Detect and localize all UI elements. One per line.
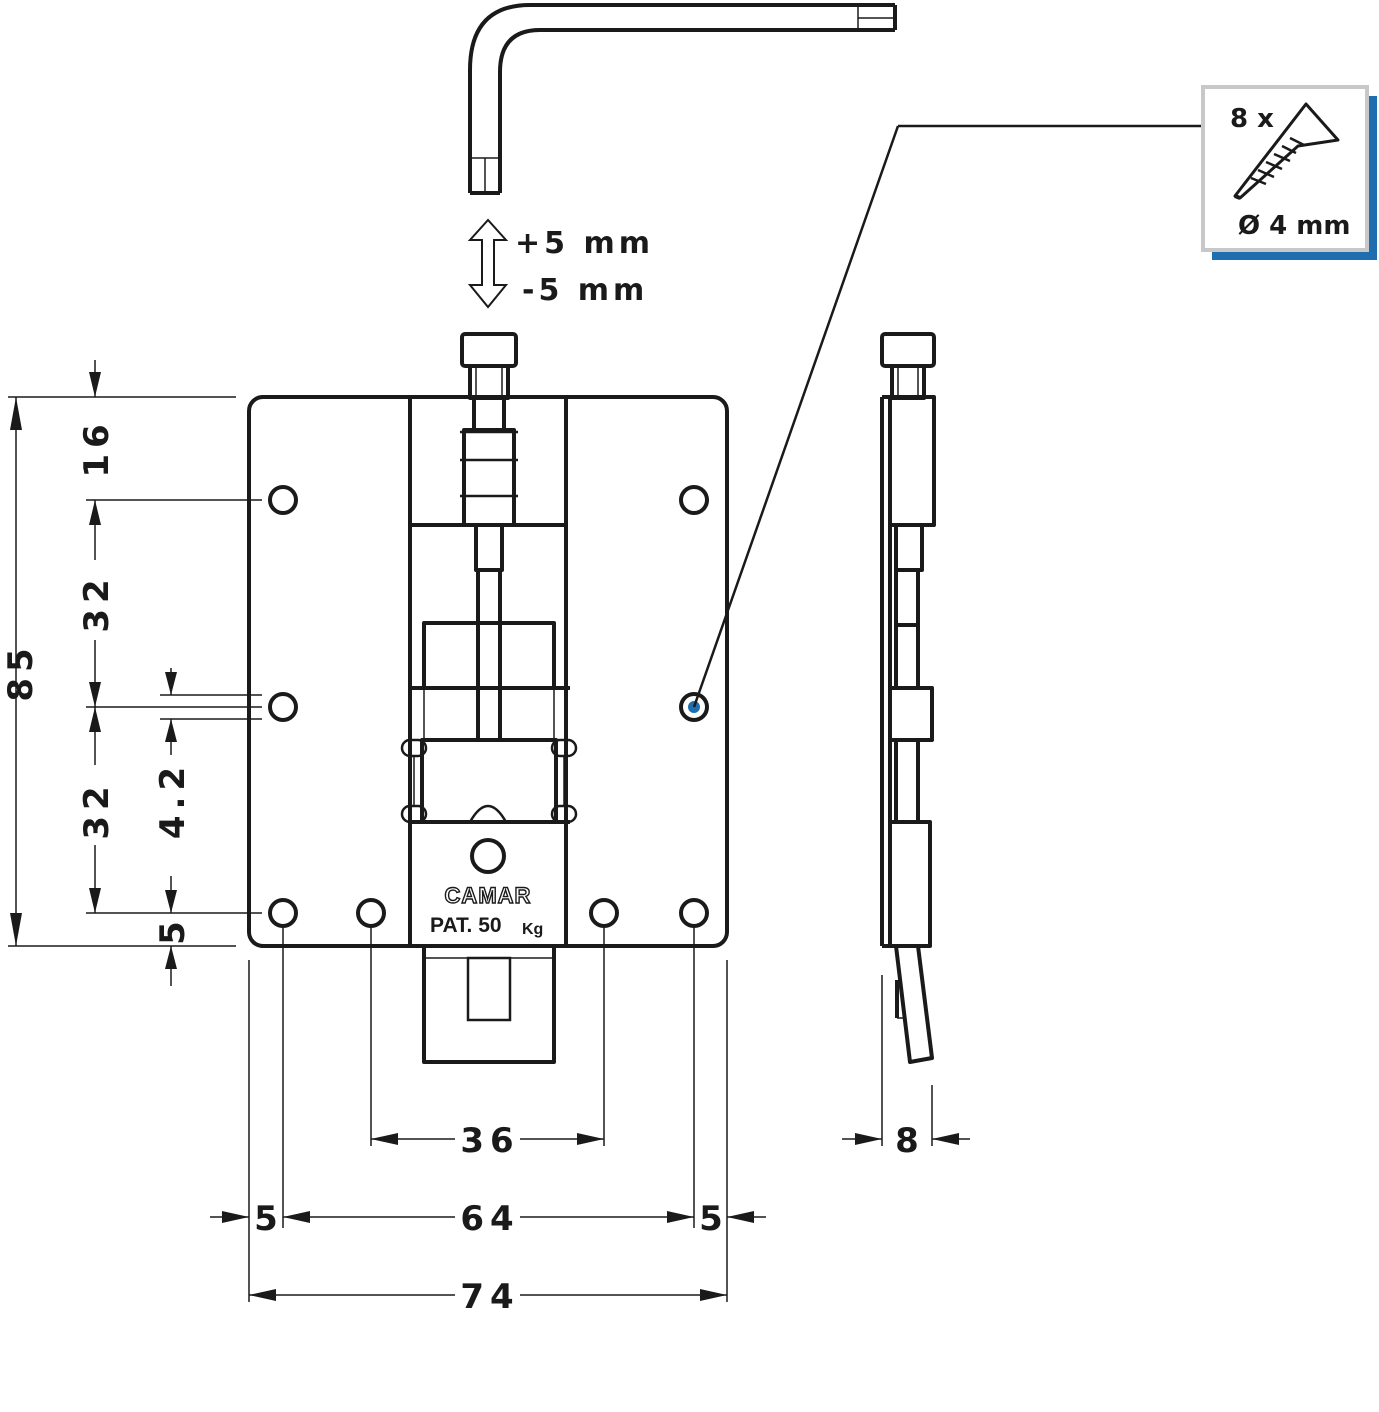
screw-icon [1233,102,1340,200]
mounting-hole [679,898,709,928]
dim-lower-spacing: 32 [77,780,117,839]
mounting-hole [268,898,298,928]
dim-height-total: 85 [1,642,41,701]
dim-top-offset: 16 [77,418,117,477]
dim-thickness: 8 [895,1121,919,1161]
dim-side-right: 5 [699,1199,723,1239]
mounting-hole [356,898,386,928]
mounting-hole [679,485,709,515]
allen-key-icon [468,3,897,195]
adjustment-arrow-icon [467,218,509,309]
mounting-hole [589,898,619,928]
bracket-side-view [880,332,936,1064]
vertical-dimensions [8,360,262,986]
dim-outer-hole-spacing: 64 [460,1199,519,1239]
brand-name: CAMAR [445,883,532,908]
dim-side-left: 5 [254,1199,278,1239]
brand-unit: Kg [522,921,543,938]
bracket-front-view [247,332,729,1064]
dim-bottom-offset: 5 [153,915,193,945]
center-hole [470,838,506,874]
mounting-hole [679,692,709,722]
screw-callout [692,85,1377,708]
dim-upper-spacing: 32 [77,573,117,632]
adjustment-plus-label: +5 mm [515,226,654,261]
mounting-hole [268,692,298,722]
mounting-hole [268,485,298,515]
dim-inner-hole-spacing: 36 [460,1121,519,1161]
brand-patent: PAT. 50 [430,914,502,937]
dim-hole-offset: 4.2 [153,761,193,839]
screw-count-label: 8 x [1230,104,1274,134]
adjustment-minus-label: -5 mm [522,273,648,308]
dim-width-total: 74 [460,1277,519,1317]
horizontal-dimensions [210,926,970,1302]
screw-diameter-label: Ø 4 mm [1238,211,1350,241]
